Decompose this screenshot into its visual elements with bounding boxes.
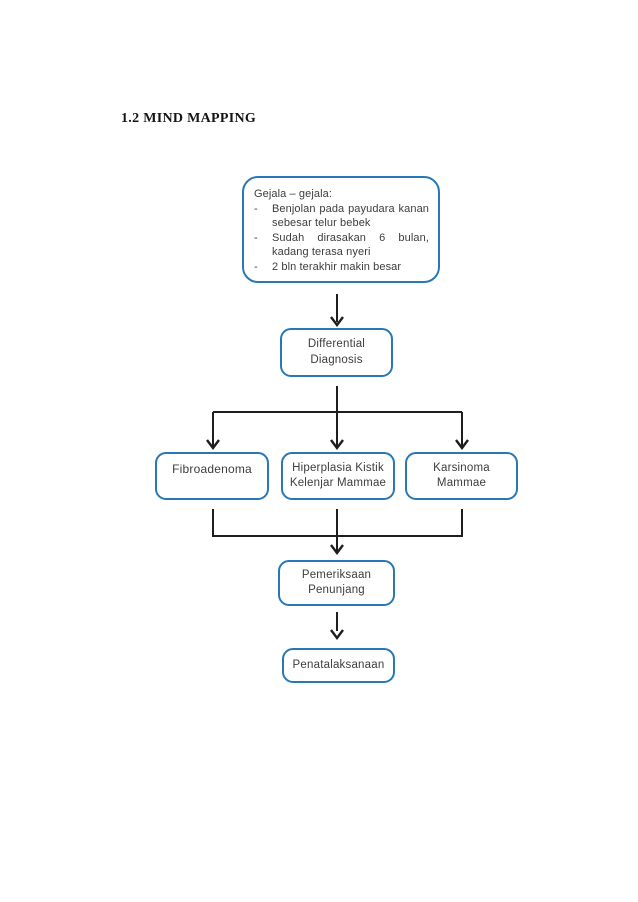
node-label: Penatalaksanaan	[292, 658, 385, 671]
bullet-dash: -	[254, 260, 258, 273]
gejala-symptoms-box: Gejala – gejala: - Benjolan pada payudar…	[242, 176, 440, 283]
section-title: 1.2 MIND MAPPING	[121, 111, 257, 126]
node-differential-diagnosis: Differential Diagnosis	[280, 328, 393, 377]
arrow-pemeriksaan-to-penatalaksanaan-icon	[330, 612, 344, 640]
bullet-line: 2 bln terakhir makin besar	[272, 260, 402, 273]
connector-differential-branches	[206, 386, 469, 450]
node-hiperplasia-kistik: Hiperplasia Kistik Kelenjar Mammae	[281, 452, 395, 500]
node-label: Fibroadenoma	[172, 462, 252, 476]
bullet-line: sebesar telur bebek	[272, 217, 371, 229]
bullet-dash: -	[254, 231, 258, 244]
gejala-bullet-item: - Sudah dirasakan 6 bulan, kadang terasa…	[254, 231, 429, 260]
node-karsinoma-mammae: Karsinoma Mammae	[405, 452, 518, 500]
node-label: Karsinoma	[433, 461, 490, 474]
node-label: Diagnosis	[310, 353, 363, 366]
node-fibroadenoma: Fibroadenoma	[155, 452, 269, 500]
bullet-line: Benjolan pada payudara kanan	[272, 202, 429, 215]
node-label: Penunjang	[308, 584, 365, 596]
node-pemeriksaan-penunjang: Pemeriksaan Penunjang	[278, 560, 395, 606]
arrow-gejala-to-differential-icon	[330, 294, 344, 327]
gejala-heading: Gejala – gejala:	[254, 188, 333, 200]
gejala-bullet-item: - 2 bln terakhir makin besar	[254, 260, 429, 275]
node-label: Kelenjar Mammae	[289, 477, 387, 489]
node-label: Pemeriksaan	[301, 568, 372, 581]
bullet-dash: -	[254, 202, 258, 215]
node-label: Differential	[307, 338, 366, 350]
connector-converge-to-pemeriksaan	[212, 509, 463, 555]
node-label: Hiperplasia Kistik	[292, 461, 384, 474]
bullet-line: Sudah dirasakan 6 bulan,	[272, 231, 429, 244]
bullet-line: kadang terasa nyeri	[272, 246, 371, 258]
gejala-bullet-item: - Benjolan pada payudara kanan sebesar t…	[254, 202, 429, 231]
node-penatalaksanaan: Penatalaksanaan	[282, 648, 395, 683]
node-label: Mammae	[436, 477, 487, 489]
